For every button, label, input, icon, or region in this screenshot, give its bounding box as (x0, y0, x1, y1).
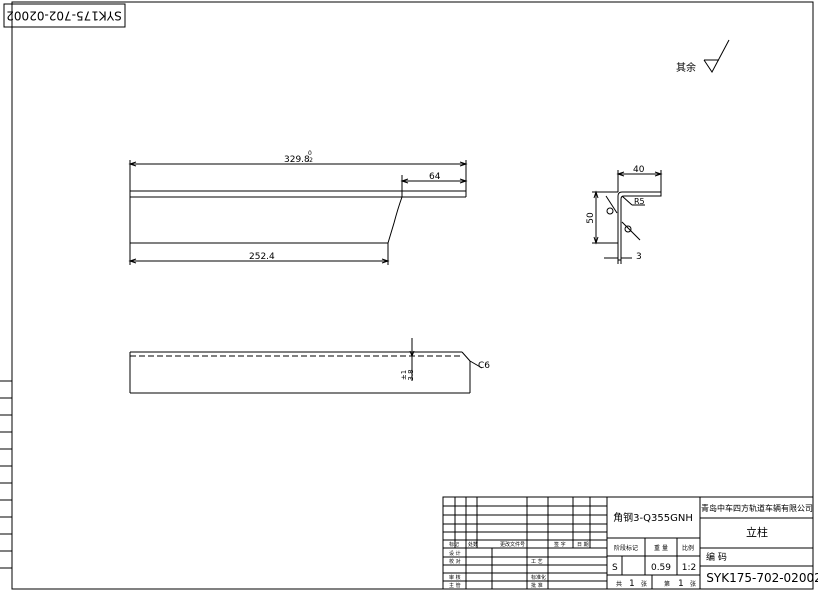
title-code-label: 编 码 (706, 551, 727, 563)
dim-section-thickness: 3 (636, 252, 642, 262)
top-view (129, 338, 483, 394)
drawing-number-box (3, 3, 126, 28)
rev-label-count: 处数 (468, 541, 478, 548)
drawing-frame (11, 1, 814, 590)
dim-base-length: 252.4 (249, 252, 275, 262)
title-sheet-no: 1 (678, 579, 684, 589)
sign-label-manager: 主 管 (449, 582, 461, 589)
title-sheets-total-label: 共 (616, 580, 622, 588)
sign-label-approve: 批 准 (531, 582, 543, 589)
title-sheets-label: 张 (641, 580, 647, 588)
title-block (442, 496, 814, 590)
sign-label-process: 工 艺 (531, 559, 543, 565)
roughness-label: 其余 (676, 61, 696, 74)
roughness-symbol (703, 39, 730, 73)
dim-overall-length: 329.8 (284, 155, 310, 165)
dim-section-radius: R5 (634, 197, 645, 206)
title-drawing-number: SYK175-702-02002 (706, 571, 818, 585)
dim-notch: 64 (429, 172, 441, 182)
title-sheets-total: 1 (629, 579, 635, 589)
rev-label-sign: 签 字 (554, 541, 566, 548)
title-part-name: 立柱 (746, 525, 768, 539)
rev-label-doc: 更改文件号 (500, 541, 525, 548)
drawing-number-rotated: SYK175-702-02002 (6, 9, 121, 23)
dim-tolerance-lower: -2 (307, 157, 313, 164)
rev-label-mark: 标记 (449, 541, 459, 548)
dim-section-width: 40 (633, 165, 645, 175)
sign-label-design: 设 计 (449, 550, 461, 557)
title-header-stage: 阶段标记 (614, 544, 638, 552)
title-weight: 0.59 (651, 563, 671, 573)
title-stage-mark: S (612, 563, 618, 573)
title-company: 青岛中车四方轨道车辆有限公司 (701, 503, 813, 513)
section-view (592, 170, 663, 264)
sign-label-standard: 标准化 (531, 574, 546, 581)
rev-label-date: 日 期 (577, 542, 589, 548)
dim-top-b: 3.8 (407, 369, 415, 380)
title-scale: 1:2 (682, 563, 696, 573)
sign-label-check: 校 对 (449, 558, 461, 565)
title-sheet-label: 张 (690, 580, 696, 588)
title-header-weight: 重 量 (654, 544, 668, 552)
dim-section-height: 50 (586, 212, 596, 224)
dim-tolerance-upper: 0 (308, 150, 312, 157)
side-view (128, 160, 468, 265)
sign-label-review: 审 核 (449, 574, 461, 581)
left-margin-grid (0, 380, 12, 569)
title-header-scale: 比例 (682, 544, 694, 552)
dim-top-a: ±1 (400, 370, 408, 380)
title-material: 角钢3-Q355GNH (613, 511, 693, 524)
title-sheet-no-label: 第 (664, 580, 670, 588)
chamfer-label: C6 (478, 361, 490, 371)
